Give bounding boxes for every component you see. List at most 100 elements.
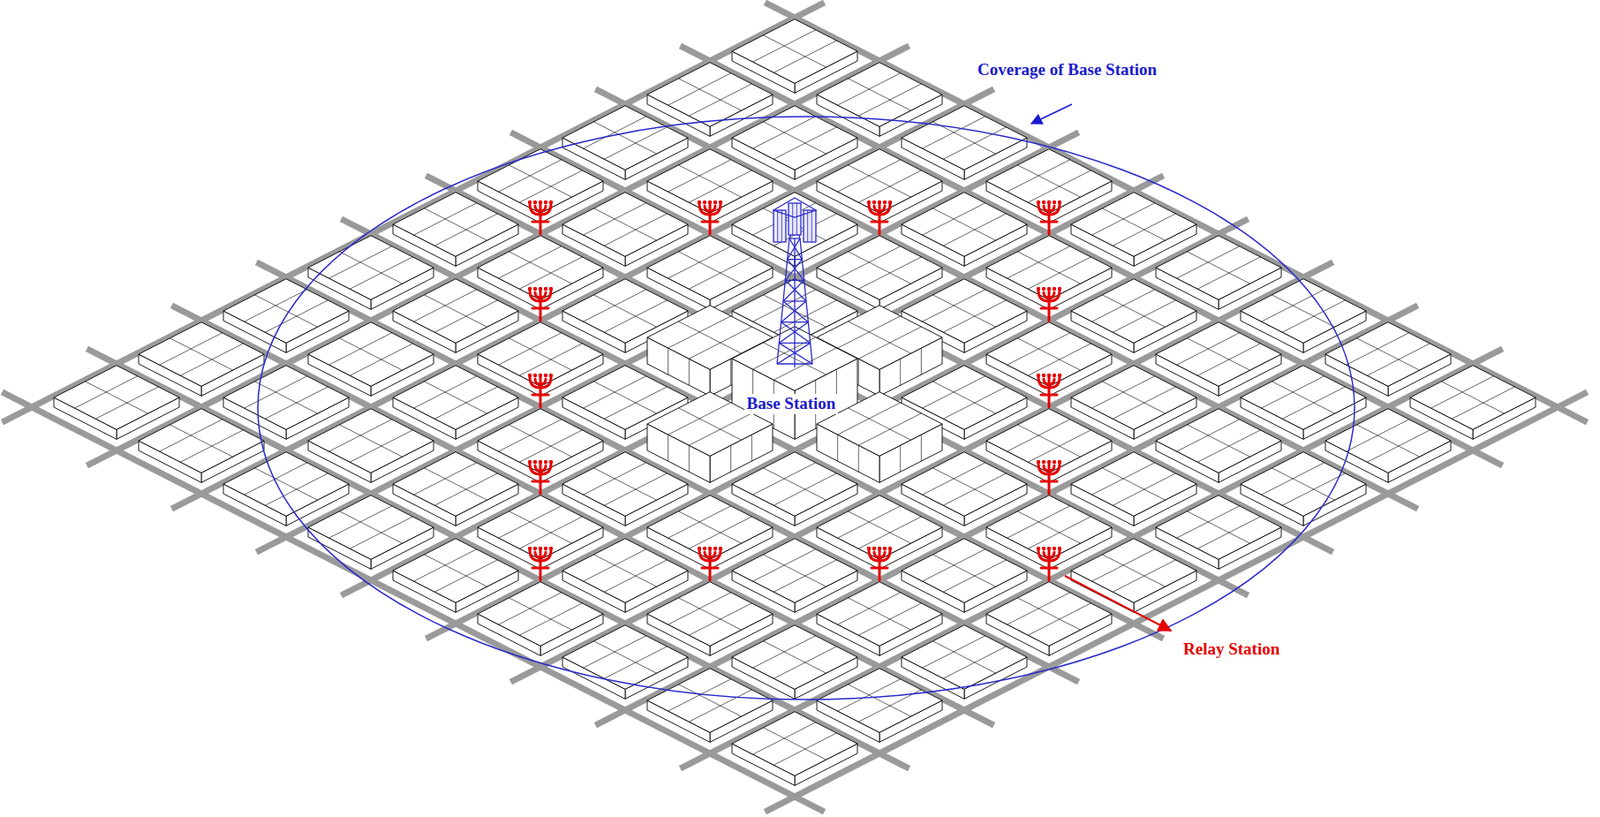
block-roof — [562, 452, 688, 517]
antenna-panel — [803, 210, 816, 242]
relay-tip — [1052, 546, 1057, 551]
roof-line — [508, 511, 572, 544]
leader-line — [1064, 575, 1171, 631]
relay-tip — [713, 200, 717, 204]
roof-line — [678, 321, 741, 354]
roof-line — [593, 208, 657, 241]
relay-tip — [543, 200, 548, 204]
street — [86, 45, 909, 466]
relay-antenna — [871, 220, 888, 224]
relay-tip — [528, 460, 532, 464]
roof-line — [1017, 165, 1080, 197]
roof-line — [762, 467, 826, 500]
relay-antenna — [535, 378, 546, 385]
relay-station-icon — [1036, 286, 1062, 321]
block-roof — [816, 235, 943, 301]
city-block — [816, 149, 943, 224]
city-block — [732, 711, 858, 786]
city-block — [901, 452, 1027, 527]
relay-tip — [1036, 286, 1041, 291]
relay-antenna — [532, 566, 549, 570]
relay-station-icon — [1036, 546, 1062, 581]
relay-station-icon — [867, 200, 892, 234]
tower-strut — [783, 300, 807, 302]
relay-antenna — [532, 307, 549, 310]
city-block — [816, 235, 943, 310]
roof-line — [932, 121, 996, 154]
city-block — [647, 495, 773, 570]
block-roof — [1410, 365, 1536, 431]
city-block — [308, 235, 434, 310]
city-block — [562, 538, 688, 613]
relay-tip — [538, 546, 543, 551]
wall-line — [837, 434, 838, 461]
roof-line — [1101, 467, 1165, 500]
block-roof — [816, 668, 943, 733]
block-roof — [223, 365, 349, 431]
city-block — [392, 192, 519, 267]
relay-tip — [533, 200, 537, 204]
antenna-panel — [788, 203, 801, 235]
city-block — [647, 62, 773, 137]
city-block — [1410, 365, 1536, 440]
city-block — [1155, 495, 1282, 570]
roof-line — [423, 294, 487, 327]
roof-line — [847, 251, 911, 284]
roof-line — [932, 294, 996, 327]
city-block — [986, 495, 1112, 570]
roof-line — [423, 208, 487, 241]
roof-line — [339, 338, 402, 370]
relay-antenna — [1048, 377, 1051, 408]
relay-station-icon — [528, 546, 553, 581]
relay-antenna — [535, 292, 546, 298]
relay-tip — [543, 286, 548, 291]
relay-tip — [1047, 286, 1051, 291]
roof-line — [762, 641, 826, 673]
roof-line — [762, 727, 826, 760]
relay-antenna — [1038, 377, 1060, 388]
block-roof — [647, 581, 773, 647]
relay-tip — [533, 373, 537, 378]
tower-strut — [781, 301, 807, 323]
relay-antenna — [1038, 463, 1060, 475]
block-roof — [562, 625, 688, 690]
street — [679, 348, 1502, 769]
block-roof — [138, 408, 265, 474]
roof-line — [84, 381, 148, 414]
roof-line — [932, 467, 996, 500]
relay-antenna — [871, 566, 888, 570]
tower-strut — [787, 259, 805, 281]
wall-line — [730, 445, 732, 472]
city-block — [1240, 365, 1367, 440]
roof-line — [593, 294, 657, 327]
wall-line — [899, 358, 901, 385]
relay-tip — [538, 286, 543, 291]
relay-station-icon — [867, 546, 892, 581]
block-roof — [647, 495, 773, 560]
roof-line — [1017, 338, 1080, 370]
wall-line — [667, 434, 669, 461]
city-block — [901, 538, 1027, 613]
city-block — [732, 538, 858, 613]
block-roof — [1325, 322, 1451, 387]
relay-tip — [1041, 546, 1046, 551]
wall-line — [899, 445, 901, 472]
block-roof — [986, 581, 1112, 647]
street — [256, 262, 1079, 682]
relay-antenna — [874, 551, 885, 558]
block-roof — [308, 235, 434, 301]
street — [679, 45, 1502, 466]
city-block — [392, 365, 519, 440]
relay-station-icon — [528, 460, 553, 494]
block-roof — [477, 149, 604, 214]
relay-tip — [543, 373, 548, 378]
block-roof — [477, 235, 604, 301]
street — [86, 348, 909, 769]
block-roof — [732, 19, 858, 84]
relay-antenna — [1048, 550, 1051, 581]
roof-line — [1271, 467, 1335, 500]
block-roof — [1071, 279, 1197, 344]
block-roof — [1071, 538, 1197, 604]
city-block — [223, 452, 349, 527]
